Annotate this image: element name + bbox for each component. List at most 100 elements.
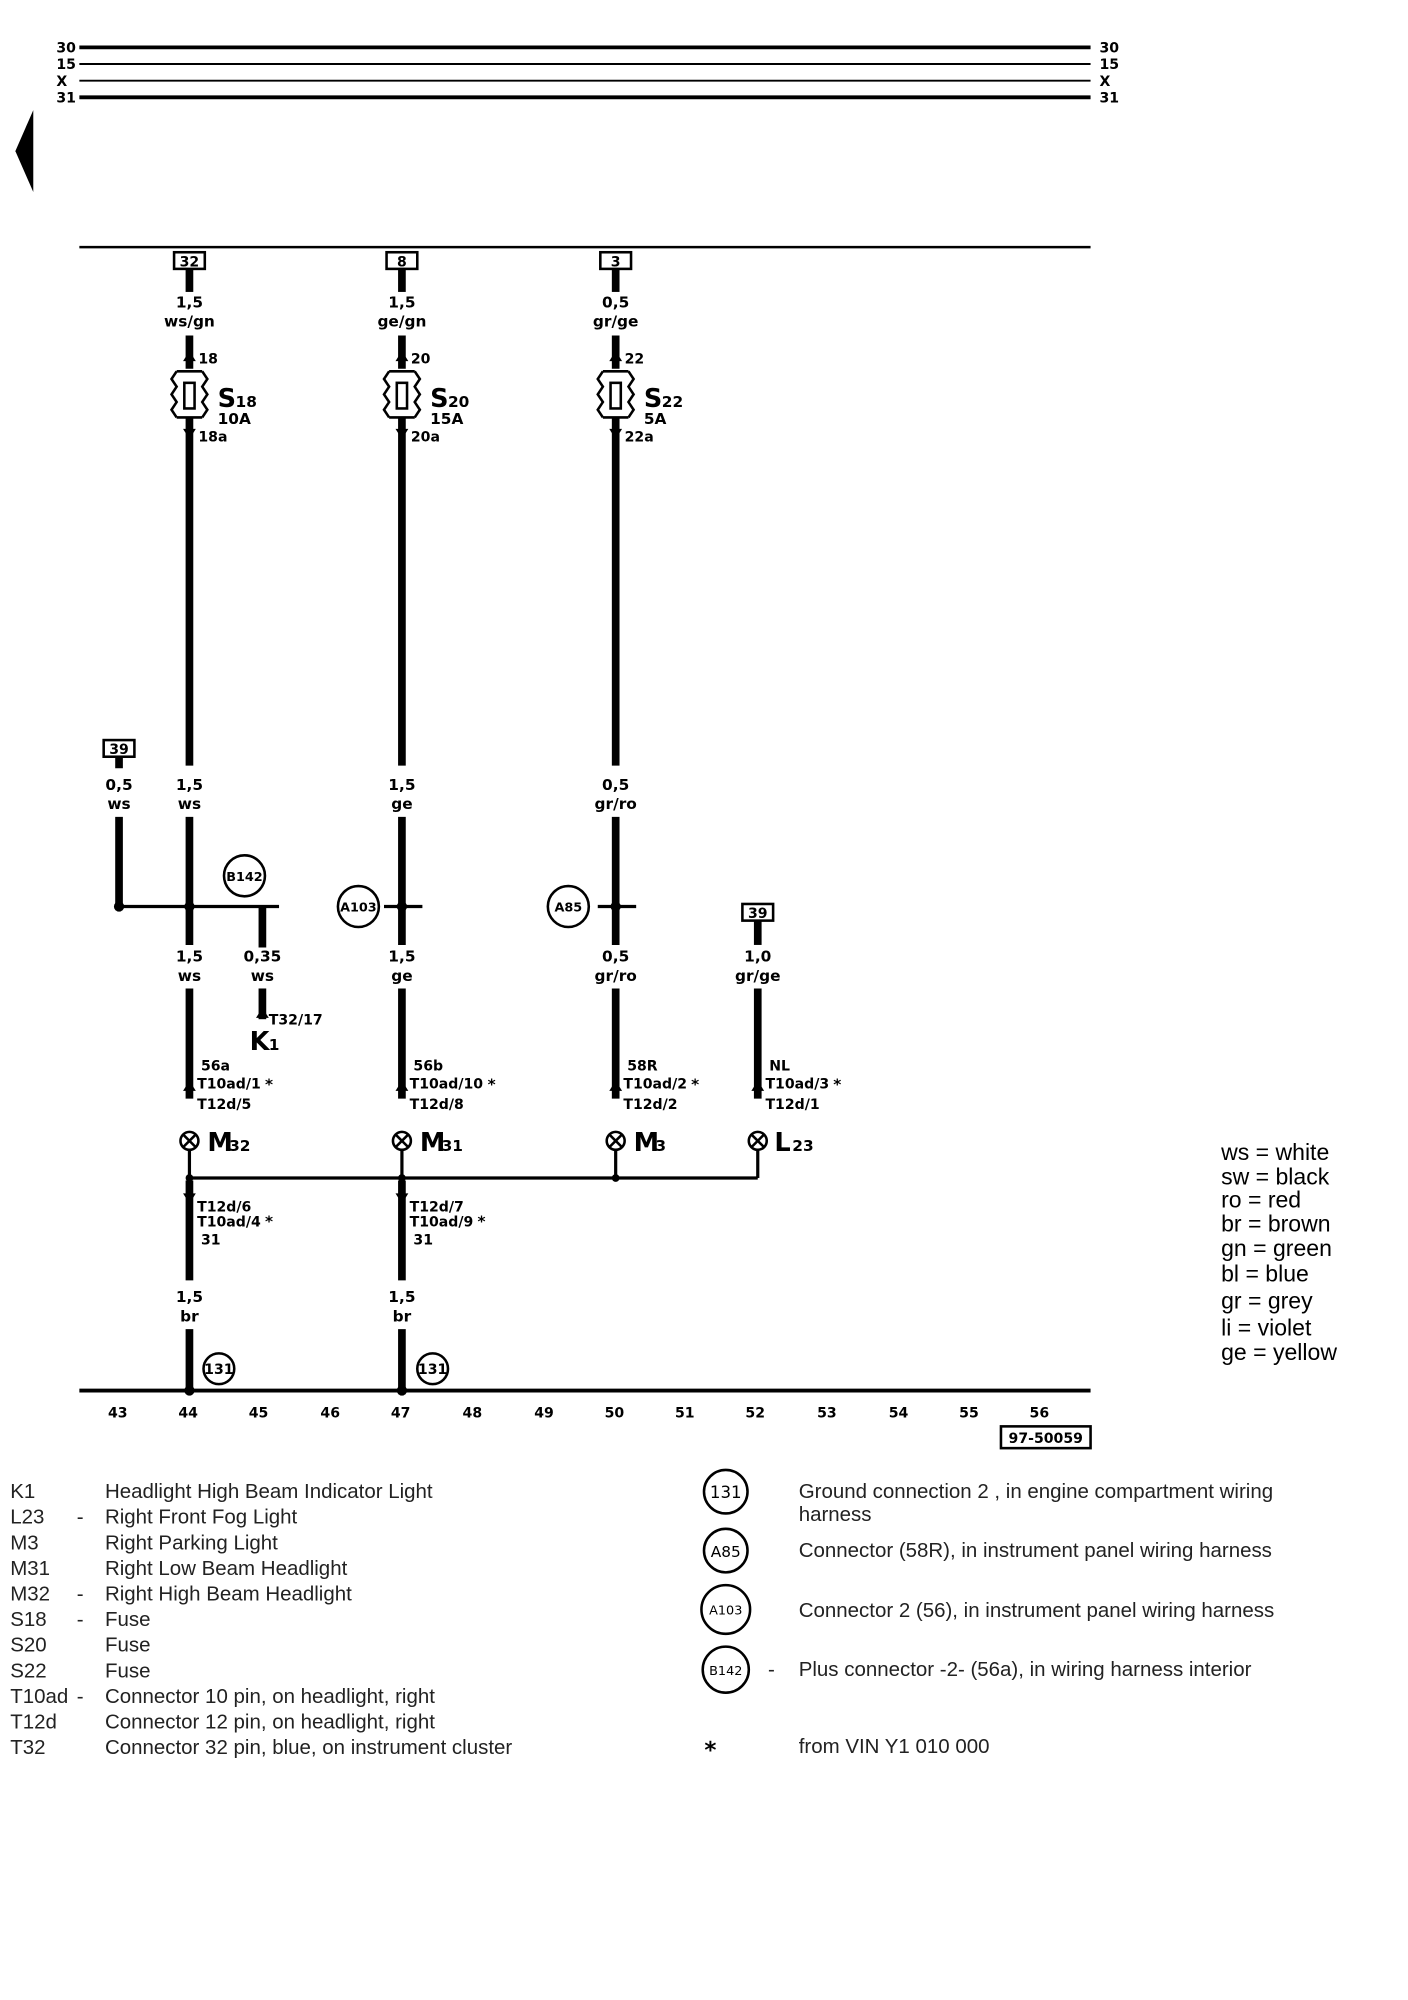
- legend-desc: Right Low Beam Headlight: [105, 1557, 348, 1580]
- color-legend-item: ro = red: [1221, 1186, 1301, 1212]
- scale-number: 54: [889, 1405, 909, 1421]
- legend-dash: -: [77, 1583, 84, 1606]
- page-back-arrow-icon[interactable]: [15, 110, 34, 193]
- wire-size: 1,5: [176, 948, 203, 966]
- scale-number: 48: [463, 1405, 483, 1421]
- legend-desc: Right Front Fog Light: [105, 1506, 298, 1529]
- connector-legend: 131 Ground connection 2 , in engine comp…: [700, 1468, 1275, 1764]
- scale-number: 49: [534, 1405, 554, 1421]
- scale-number: 53: [817, 1405, 837, 1421]
- legend-dash: -: [77, 1608, 84, 1631]
- fuse-sub: 18: [236, 393, 257, 411]
- wire-color: ge: [391, 967, 412, 985]
- vin-star: *: [477, 1213, 485, 1231]
- circuit-s20: 8 1,5 ge/gn 20 S 20 15A 20a 1,5 ge 1,5 g…: [377, 250, 469, 1099]
- lamp-m31-icon: [391, 1130, 413, 1152]
- ground-run-left: T12d/6 T10ad/4 * 31 1,5 br: [176, 1180, 273, 1391]
- wire-size: 1,5: [388, 948, 415, 966]
- legend-symbol: A85: [711, 1543, 741, 1561]
- wire-color: ws: [107, 795, 130, 813]
- legend-desc: Connector 32 pin, blue, on instrument cl…: [105, 1736, 512, 1759]
- rail-label-15-right: 15: [1100, 57, 1120, 73]
- wire-size: 1,5: [388, 293, 415, 311]
- wire-size: 1,5: [388, 1288, 415, 1306]
- fuse-name: S: [644, 384, 662, 414]
- wire-color: gr/ge: [735, 967, 781, 985]
- pin-label: T12d/7: [410, 1199, 464, 1215]
- pin-term: 58R: [627, 1058, 658, 1074]
- legend-desc: Connector 10 pin, on headlight, right: [105, 1685, 435, 1708]
- connector-label: 131: [418, 1362, 447, 1378]
- ground-131-right: 131: [416, 1352, 450, 1386]
- pin-label: T12d/5: [197, 1097, 251, 1113]
- legend-code: L23: [10, 1506, 44, 1529]
- legend-code: M31: [10, 1557, 50, 1580]
- connector-box-label: 39: [109, 742, 129, 758]
- legend-code: T10ad: [10, 1685, 68, 1708]
- lamp-sub: 23: [792, 1137, 813, 1155]
- legend-desc: Connector 12 pin, on headlight, right: [105, 1711, 435, 1734]
- color-legend-item: ge = yellow: [1221, 1339, 1337, 1365]
- wire-size: 1,5: [176, 776, 203, 794]
- wire-color: gr/ro: [595, 967, 637, 985]
- legend-desc: Connector 2 (56), in instrument panel wi…: [799, 1599, 1275, 1622]
- lamp-sub: 3: [655, 1137, 666, 1155]
- connector-label: 131: [204, 1362, 233, 1378]
- pin-label: T12d/6: [197, 1199, 251, 1215]
- wire-color: ws: [251, 967, 274, 985]
- legend-dash: -: [768, 1658, 775, 1681]
- legend-symbol: A103: [709, 1604, 742, 1619]
- connector-a103: A103: [336, 884, 381, 929]
- wire-color: gr/ro: [595, 795, 637, 813]
- circuit-s18: 32 1,5 ws/gn 18 S 18 10A 18a 1,5 ws 1,5 …: [164, 250, 257, 1099]
- wire-color: ws: [178, 795, 201, 813]
- pin-label: T10ad/2: [623, 1076, 687, 1092]
- fuse-pin-in: 18: [198, 352, 218, 368]
- lamp-l23-icon: [747, 1130, 768, 1152]
- scale-number: 45: [249, 1405, 269, 1421]
- vin-star: *: [833, 1076, 841, 1094]
- scale-number: 43: [108, 1405, 128, 1421]
- scale-number: 47: [391, 1405, 411, 1421]
- fuse-pin-out: 20a: [411, 430, 440, 446]
- legend-desc: Right High Beam Headlight: [105, 1583, 352, 1606]
- rail-label-30-right: 30: [1100, 40, 1120, 56]
- fuse-rating: 5A: [644, 410, 667, 428]
- legend-desc: Plus connector -2- (56a), in wiring harn…: [799, 1658, 1252, 1681]
- legend-desc: from VIN Y1 010 000: [799, 1735, 990, 1758]
- legend-desc: Connector (58R), in instrument panel wir…: [799, 1539, 1272, 1562]
- pin-label: T12d/1: [765, 1097, 819, 1113]
- wire-size: 0,5: [602, 948, 629, 966]
- fuse-sub: 20: [448, 393, 469, 411]
- pin-term: 56a: [201, 1058, 230, 1074]
- fuse-rating: 10A: [218, 410, 251, 428]
- pin-label: T12d/2: [623, 1097, 677, 1113]
- legend-code: S22: [10, 1659, 46, 1682]
- fuse-pin-out: 18a: [198, 430, 227, 446]
- connector-39-left: 39 0,5 ws: [102, 738, 136, 907]
- fuse-s22-icon: [596, 370, 636, 419]
- ground-131-left: 131: [202, 1352, 236, 1386]
- wire-color: ws: [178, 967, 201, 985]
- lamp-name: L: [774, 1128, 790, 1158]
- wire-size: 0,5: [602, 293, 629, 311]
- lamp-m32-icon: [179, 1130, 200, 1152]
- lamps: M 32 M 31 M 3 L 23: [179, 1128, 814, 1158]
- wire-color-legend: ws = white sw = black ro = red br = brow…: [1220, 1139, 1337, 1365]
- connector-box-label: 8: [397, 254, 407, 270]
- color-legend-item: sw = black: [1221, 1163, 1330, 1189]
- circuit-l23: 39 1,0 gr/ge: [735, 902, 781, 1099]
- wire-color: ge: [391, 795, 412, 813]
- scale-number: 52: [745, 1405, 765, 1421]
- k1-name: K: [250, 1027, 271, 1057]
- rail-label-x-left: X: [56, 74, 67, 90]
- scale-number: 46: [320, 1405, 340, 1421]
- pin-label: T10ad/9: [410, 1215, 474, 1231]
- connector-box-label: 32: [180, 254, 200, 270]
- vin-star: *: [265, 1213, 273, 1231]
- legend-desc: Right Parking Light: [105, 1531, 278, 1554]
- rail-label-15-left: 15: [56, 57, 76, 73]
- connector-a85: A85: [546, 884, 591, 929]
- scale-number: 56: [1030, 1405, 1050, 1421]
